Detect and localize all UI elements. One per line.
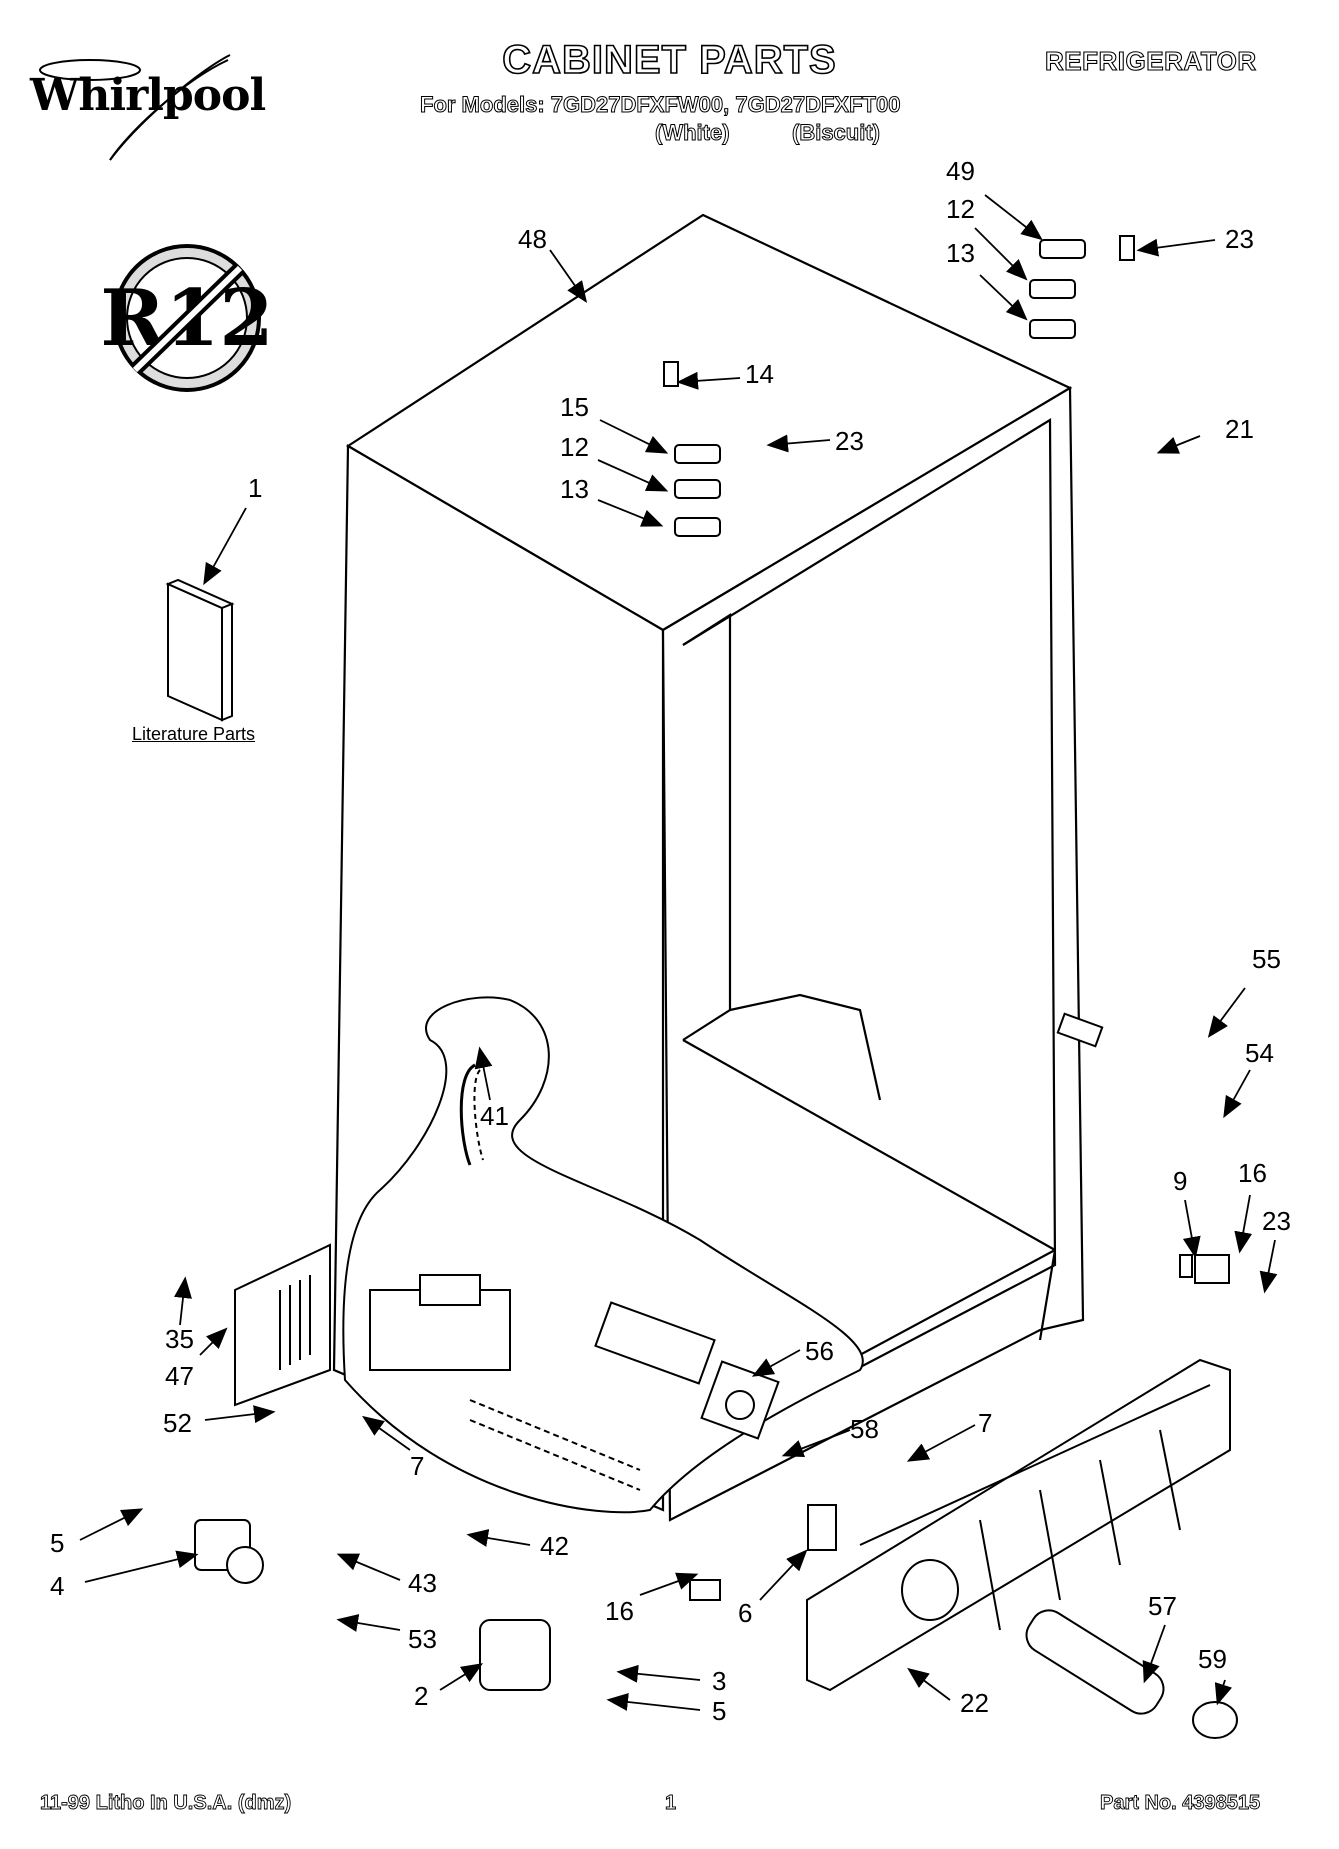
footer-part-number: Part No. 4398515 <box>1100 1792 1261 1815</box>
base-grille <box>806 1358 1231 1692</box>
callout-54: 54 <box>1245 1038 1274 1068</box>
callout-23a: 23 <box>1225 224 1254 254</box>
callout-57: 57 <box>1148 1591 1177 1621</box>
category-label: REFRIGERATOR <box>1044 45 1257 76</box>
callout-16a: 16 <box>1238 1158 1267 1188</box>
callout-labels: 1 48 49 12 13 23 14 15 12 13 23 21 55 54… <box>50 156 1291 1726</box>
callout-4: 4 <box>50 1571 64 1601</box>
callout-58: 58 <box>850 1414 879 1444</box>
callout-5a: 5 <box>50 1528 64 1558</box>
logo-swoosh <box>39 54 231 161</box>
page-title: CABINET PARTS <box>501 37 837 83</box>
leader-lines <box>79 194 1278 1711</box>
footer-page-number: 1 <box>665 1792 677 1815</box>
callout-12b: 12 <box>560 432 589 462</box>
callout-12a: 12 <box>946 194 975 224</box>
callout-7a: 7 <box>410 1451 424 1481</box>
callout-13b: 13 <box>560 474 589 504</box>
callout-21: 21 <box>1225 414 1254 444</box>
callout-53: 53 <box>408 1624 437 1654</box>
footer-litho: 11-99 Litho In U.S.A. (dmz) <box>40 1792 292 1815</box>
callout-7b: 7 <box>978 1408 992 1438</box>
callout-47: 47 <box>165 1361 194 1391</box>
callout-35: 35 <box>165 1324 194 1354</box>
callout-43: 43 <box>408 1568 437 1598</box>
hinge-stack-left <box>663 361 721 537</box>
hinge-stack-right <box>1029 235 1135 339</box>
literature-parts-label: Literature Parts <box>132 724 256 744</box>
callout-49: 49 <box>946 156 975 186</box>
callout-48: 48 <box>518 224 547 254</box>
variant-white: (White) <box>655 120 731 146</box>
machine-compartment <box>342 996 864 1514</box>
callout-23b: 23 <box>835 426 864 456</box>
callout-23c: 23 <box>1262 1206 1291 1236</box>
models-line: For Models: 7GD27DFXFW00, 7GD27DFXFT00 <box>419 92 901 118</box>
callout-3: 3 <box>712 1666 726 1696</box>
variant-biscuit: (Biscuit) <box>792 120 881 146</box>
callout-56: 56 <box>805 1336 834 1366</box>
no-r12-icon: R12 <box>100 244 274 392</box>
callout-15: 15 <box>560 392 589 422</box>
callout-14: 14 <box>745 359 774 389</box>
callout-2: 2 <box>414 1681 428 1711</box>
rear-access-panel <box>234 1243 331 1407</box>
roller-assembly <box>194 1012 1230 1691</box>
water-filter <box>1025 1609 1238 1739</box>
callout-6: 6 <box>738 1598 752 1628</box>
callout-5b: 5 <box>712 1696 726 1726</box>
callout-22: 22 <box>960 1688 989 1718</box>
callout-42: 42 <box>540 1531 569 1561</box>
callout-55: 55 <box>1252 944 1281 974</box>
callout-16b: 16 <box>605 1596 634 1626</box>
literature-booklet <box>165 578 235 722</box>
callout-41: 41 <box>480 1101 509 1131</box>
callout-52: 52 <box>163 1408 192 1438</box>
callout-9: 9 <box>1173 1166 1187 1196</box>
callout-13a: 13 <box>946 238 975 268</box>
callout-1: 1 <box>248 473 262 503</box>
callout-59: 59 <box>1198 1644 1227 1674</box>
